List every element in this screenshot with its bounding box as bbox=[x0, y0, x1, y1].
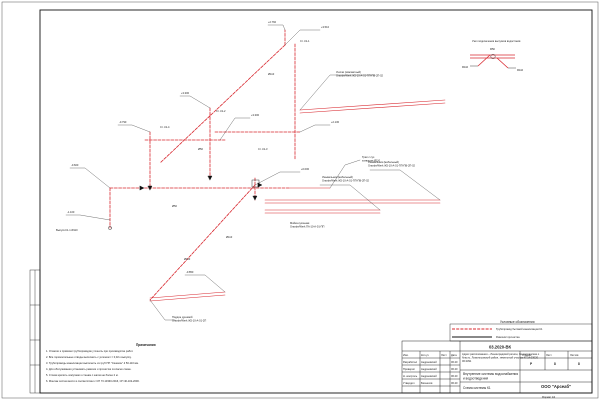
title-row-role: Утвердил bbox=[403, 381, 415, 385]
title-row-role: Н. контроль bbox=[403, 374, 418, 378]
riser-label: Ст. К1-4 bbox=[160, 125, 170, 129]
fixture-label: затвором Ø110 bbox=[362, 158, 381, 162]
scheme-labels: +3.510 +3.300 +2.130 -0.600 -1.100 +0.000 +3.3… bbox=[56, 20, 524, 322]
diameter-label: Ø110 bbox=[184, 257, 191, 261]
detail-callout: Ф50 bbox=[490, 47, 495, 51]
legend-title: Условные обозначения bbox=[500, 320, 535, 324]
title-row-date: 06.20 bbox=[451, 360, 458, 364]
fixture-label: Умывальник (мебельный) bbox=[322, 175, 353, 179]
note-line: 6. Монтаж систем вести в соответствии с … bbox=[46, 379, 140, 383]
fixture-label: Умывальник (мебельный) bbox=[368, 160, 399, 164]
legend-1: Ревизия/ прочистка bbox=[496, 335, 520, 339]
fixture-label: Поддон душевой bbox=[172, 315, 193, 319]
detail-label: Узел подключения выпусков водостоков bbox=[472, 39, 521, 43]
binding-strip bbox=[29, 269, 41, 394]
fixture-label: Grande/Werk Ж5-10-А-01-ПП-ПВ-2П-02 bbox=[336, 73, 384, 77]
elevation-mark: +3.510 bbox=[321, 25, 330, 29]
title-row-name: Андреевский bbox=[421, 374, 437, 378]
connection-detail bbox=[470, 54, 516, 69]
riser-label: Ст. К1-2 bbox=[216, 109, 226, 113]
fixture-label: Трап с сух. bbox=[362, 155, 375, 159]
detail-callout: Ф110 bbox=[517, 68, 524, 72]
elevation-mark: +3.300 bbox=[181, 91, 190, 95]
note-line: 1. Отметки и привязки трубопроводов уточ… bbox=[46, 349, 134, 353]
diameter-label: Ø110 bbox=[268, 72, 275, 76]
notes-block: Примечания 1. Отметки и привязки трубопр… bbox=[46, 343, 156, 383]
piping-scheme bbox=[65, 24, 446, 321]
format-label: Формат А3 bbox=[542, 395, 556, 399]
detail-callout: Ф110 bbox=[462, 65, 469, 69]
riser-label: Ст. К1-1 bbox=[300, 39, 310, 43]
diameter-label: Ø50 bbox=[172, 204, 177, 208]
elevation-mark: +3.300 bbox=[251, 113, 260, 117]
title-row-date: 06.20 bbox=[451, 367, 458, 371]
site-address: бласть, Ломоносовский район, земельный у… bbox=[462, 356, 539, 360]
title-row-role: Изм. bbox=[403, 353, 409, 357]
title-block-text: 03.2020-ВК Адрес расположения – Ленинград… bbox=[403, 345, 580, 400]
title-row-name: Бизнесов bbox=[421, 381, 433, 385]
elevation-mark: -1.100 bbox=[67, 210, 75, 214]
riser-label: Ст. К1-3 bbox=[258, 147, 268, 151]
drawing-title: Схема системы К1 bbox=[463, 386, 491, 390]
fixture-label: Grande/Werk Ж5-10-А-01-ПП-ПВ-2П-02 bbox=[368, 163, 416, 167]
stage-value: 8 bbox=[578, 362, 580, 366]
inner-frame bbox=[39, 9, 593, 394]
note-line: 5. Стояки крепить хомутами к стенам с ша… bbox=[46, 373, 119, 377]
fixture-label: Grande/Werk Ж5-10-А-01-2П bbox=[172, 318, 206, 322]
stage-header: Листов bbox=[570, 353, 579, 357]
sheet-title: и водоотведения bbox=[463, 377, 488, 381]
elevation-mark: +2.760 bbox=[268, 20, 277, 24]
sheet-title: Внутренние системы водоснабжения bbox=[463, 372, 518, 376]
title-row-role: Проверил bbox=[403, 367, 415, 371]
elevation-mark: +2.130 bbox=[331, 120, 340, 124]
title-block bbox=[401, 340, 593, 394]
note-line: 3. Трубопроводы канализации выполнить из… bbox=[46, 361, 139, 365]
legend-block: Условные обозначения Трубопровод бытовой… bbox=[449, 320, 593, 342]
elevation-mark: +0.000 bbox=[301, 167, 310, 171]
elevation-mark: -0.600 bbox=[71, 163, 79, 167]
legend-0: Трубопровод бытовой канализации К1 bbox=[496, 327, 543, 331]
stage-value: Р bbox=[530, 362, 533, 366]
company-name: ООО "Арсеаб" bbox=[541, 384, 571, 389]
upper-diagonal-run bbox=[159, 44, 286, 164]
elevation-mark: -0.790 bbox=[119, 120, 127, 124]
title-row-name: Андреевский bbox=[421, 360, 437, 364]
title-row-date: 06.20 bbox=[451, 374, 458, 378]
fixture-label: Grande/Werk ПА-10-А-01-ПП bbox=[290, 224, 325, 228]
site-address: Адрес расположения – Ленинградский регио… bbox=[462, 352, 540, 356]
site-address: 06:2391 bbox=[462, 359, 472, 363]
elevation-mark: -0.850 bbox=[186, 270, 194, 274]
diameter-label: Ø50 bbox=[198, 147, 203, 151]
title-row-sign: Лист bbox=[441, 353, 447, 357]
diameter-label: Ø110 bbox=[226, 235, 233, 239]
title-row-name: Андреевский bbox=[421, 367, 437, 371]
stage-value: 8 bbox=[554, 362, 556, 366]
stage-header: Стадия bbox=[522, 353, 531, 357]
title-row-date: 06.20 bbox=[451, 381, 458, 385]
note-line: 4. Для обслуживания установить ревизии и… bbox=[46, 367, 132, 371]
note-line: 2. Все горизонтальные отводы выполнить с… bbox=[46, 355, 132, 359]
fixture-label: Унитаз (компактный) bbox=[336, 70, 361, 74]
title-row-date: Дата bbox=[451, 353, 457, 357]
fixture-label: Мойка кухонная bbox=[290, 221, 310, 225]
fixture-label: Grande/Werk Ж5-10-А-01-ПП-ПВ-2П-02 bbox=[322, 178, 370, 182]
notes-title: Примечания bbox=[136, 343, 156, 347]
lower-diagonal-run bbox=[149, 184, 256, 301]
title-row-name: Кол.уч bbox=[421, 353, 429, 357]
title-row-role: Разработал bbox=[403, 360, 418, 364]
document-code: 03.2020-ВК bbox=[489, 345, 512, 350]
outlet-label: Выпуск К1-1 Ø110 bbox=[56, 228, 78, 232]
stage-header: Лист bbox=[546, 353, 552, 357]
